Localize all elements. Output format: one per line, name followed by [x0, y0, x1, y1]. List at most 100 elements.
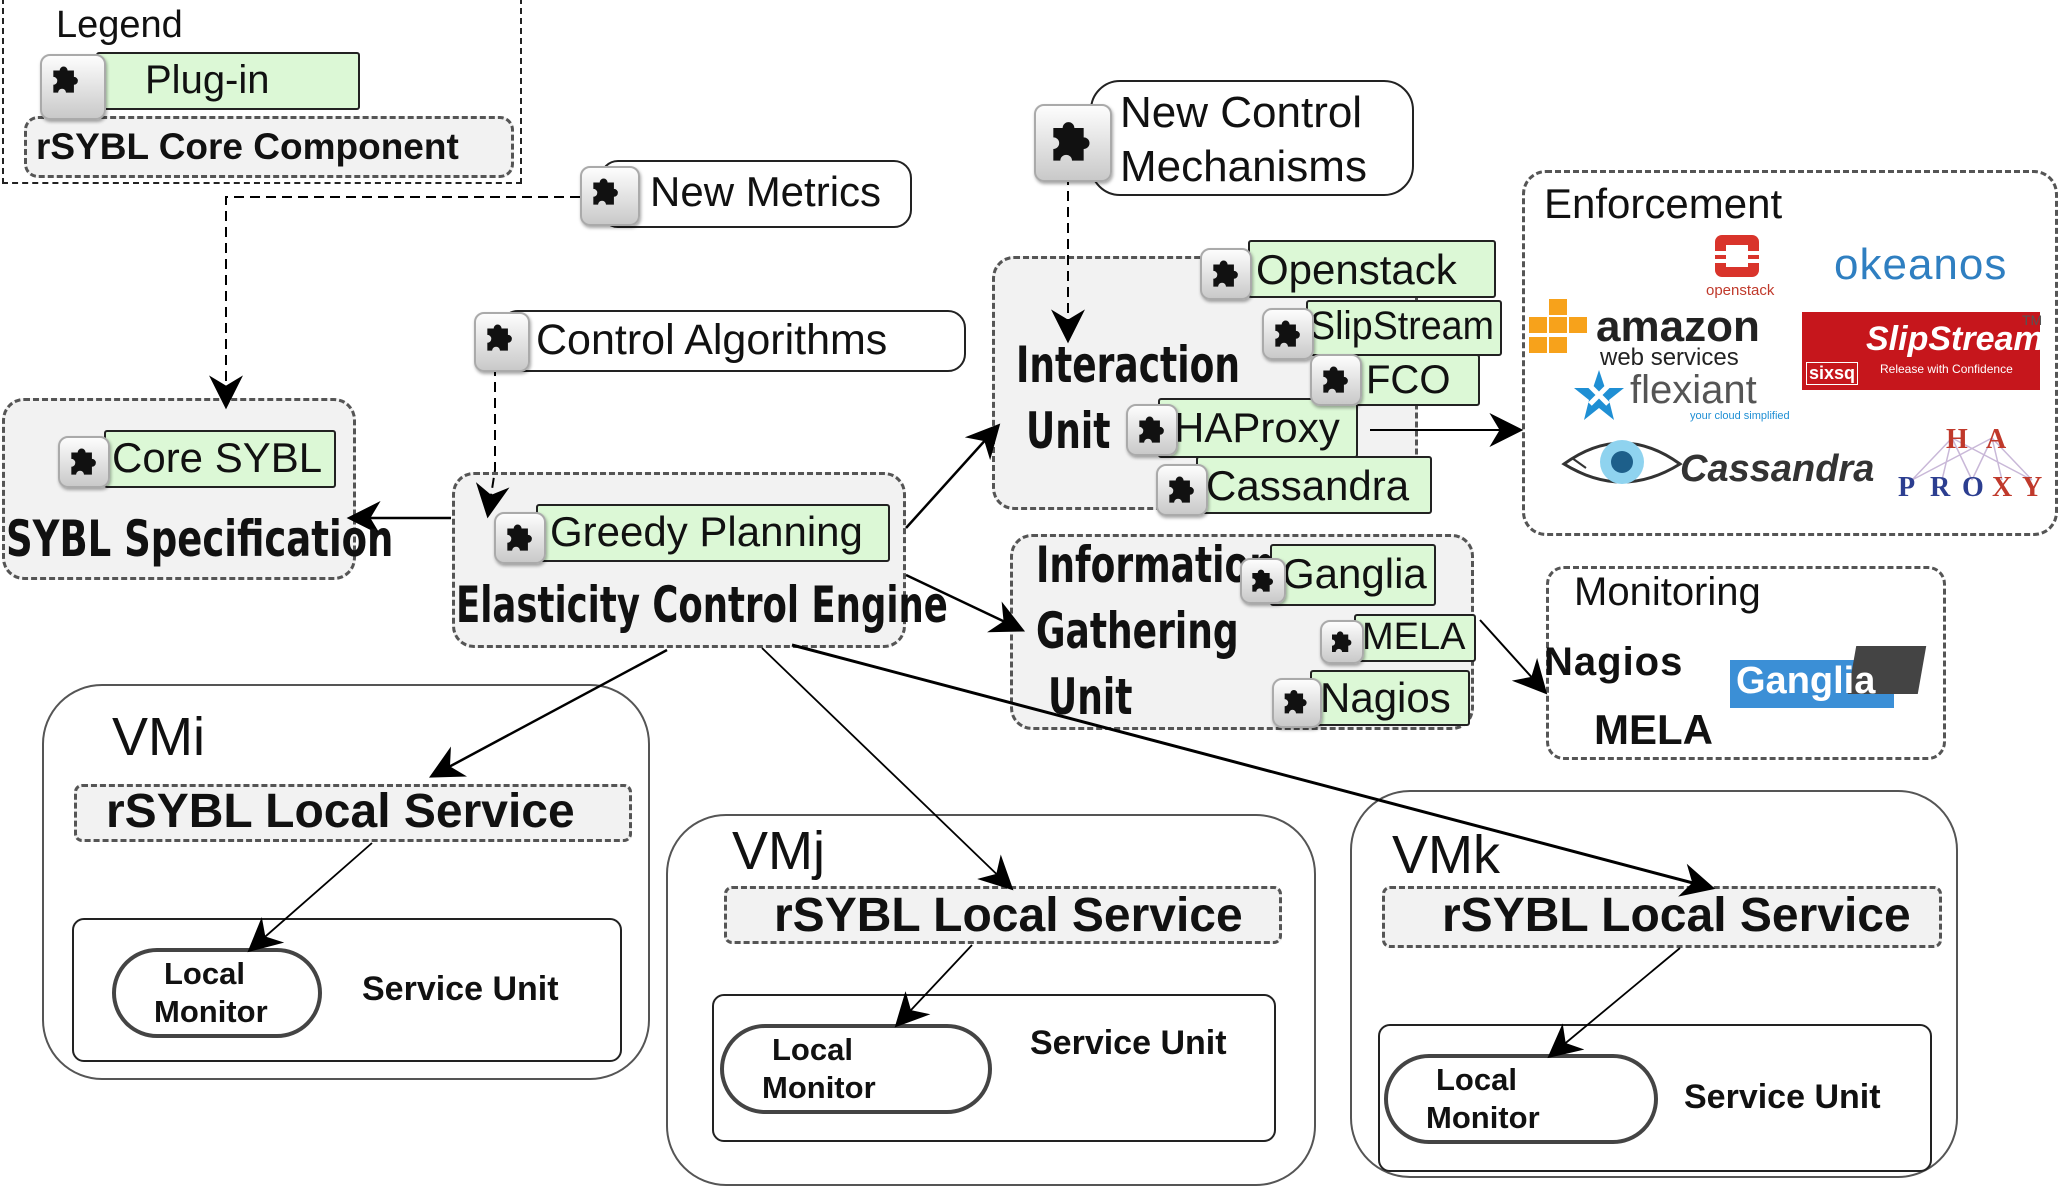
slipstream-logo [1802, 312, 2040, 390]
info-gathering-title-2: Gathering [1036, 602, 1239, 660]
greedy-planning-box [536, 504, 890, 562]
puzzle-icon [40, 54, 106, 120]
arrow-new-metrics-to-sybl [209, 196, 580, 410]
enforcement-title: Enforcement [1544, 180, 1783, 227]
plugin-fco-box [1348, 354, 1480, 406]
interaction-unit-title-2: Unit [1026, 402, 1111, 460]
vm-i-service-label: rSYBL Local Service [106, 785, 575, 838]
puzzle-icon [1240, 558, 1286, 604]
plugin-openstack-label: Openstack [1256, 246, 1457, 293]
vm-i-name: VMi [112, 707, 205, 767]
sybl-specification-box [2, 398, 356, 580]
haproxy-logo [1892, 420, 2052, 506]
puzzle-icon [1156, 464, 1208, 516]
vm-k-name: VMk [1392, 825, 1500, 885]
interaction-unit-title-1: Interaction [1016, 336, 1240, 394]
legend-plugin-label: Plug-in [145, 58, 270, 102]
plugin-nagios-label: Nagios [1320, 674, 1451, 721]
core-sybl-label: Core SYBL [112, 434, 323, 481]
haproxy-logo-r: R [1930, 472, 1951, 503]
vm-j-service-label: rSYBL Local Service [774, 889, 1243, 942]
info-gathering-title-1: Information [1036, 536, 1275, 594]
sixsq-logo-text: sixsq [1806, 362, 1859, 385]
slipstream-tm: TM [2022, 312, 2043, 328]
plugin-fco-label: FCO [1366, 358, 1451, 402]
info-gathering-title-3: Unit [1048, 668, 1133, 726]
haproxy-logo-p: P [1898, 472, 1916, 503]
greedy-planning-label: Greedy Planning [550, 508, 863, 555]
puzzle-icon [474, 312, 530, 372]
vm-i-monitor-line2: Monitor [154, 994, 268, 1029]
new-control-line1: New Control [1120, 88, 1363, 137]
vm-i-unit-label: Service Unit [362, 970, 559, 1008]
flexiant-star-icon [1572, 368, 1626, 422]
vm-j-monitor-line1: Local [772, 1032, 853, 1067]
puzzle-icon [58, 436, 110, 488]
elasticity-engine-title: Elasticity Control Engine [456, 576, 948, 634]
haproxy-logo-y: Y [2022, 472, 2043, 503]
plugin-slipstream-label: SlipStream [1310, 304, 1494, 348]
new-control-line2: Mechanisms [1120, 142, 1367, 191]
core-sybl-box [104, 430, 336, 488]
plugin-ganglia-label: Ganglia [1282, 550, 1427, 597]
vm-k-unit-label: Service Unit [1684, 1078, 1881, 1116]
plugin-cassandra-box [1196, 456, 1432, 514]
vm-j-unit-label: Service Unit [1030, 1024, 1227, 1062]
vm-k-monitor-line1: Local [1436, 1062, 1517, 1097]
haproxy-logo-a: A [1986, 424, 2007, 455]
puzzle-icon [1126, 404, 1178, 456]
cassandra-eye-icon [1560, 428, 1684, 494]
vm-j-local-monitor [720, 1024, 992, 1114]
vm-k-monitor-line2: Monitor [1426, 1100, 1540, 1135]
puzzle-icon [1200, 248, 1252, 300]
vm-k-service-label: rSYBL Local Service [1442, 889, 1911, 942]
plugin-haproxy-label: HAProxy [1174, 404, 1340, 451]
new-control-box [1090, 80, 1414, 196]
arrow-info-to-monitoring [1479, 619, 1548, 695]
haproxy-logo-h: H [1946, 424, 1968, 455]
haproxy-logo-o: O [1962, 472, 1984, 503]
arrow-engine-to-interaction [905, 423, 1001, 529]
monitoring-title: Monitoring [1574, 570, 1761, 614]
puzzle-icon [1272, 678, 1322, 728]
vm-k-service-box [1382, 886, 1942, 948]
ganglia-logo-text: Ganglia [1736, 660, 1876, 702]
aws-cubes-icon [1526, 296, 1596, 358]
legend-core-label: rSYBL Core Component [36, 126, 459, 167]
slipstream-logo-text: SlipStream [1866, 320, 2044, 358]
plugin-cassandra-label: Cassandra [1206, 462, 1410, 509]
puzzle-icon [580, 166, 640, 226]
plugin-openstack-box [1248, 240, 1496, 298]
vm-i-monitor-line1: Local [164, 956, 245, 991]
okeanos-logo-text: okeanos [1834, 240, 2008, 289]
vm-i-local-monitor [112, 948, 322, 1038]
legend-title: Legend [56, 4, 183, 46]
plugin-haproxy-box [1158, 398, 1358, 458]
puzzle-icon [1310, 354, 1362, 406]
control-algorithms-label: Control Algorithms [536, 316, 888, 364]
legend-plugin-box [96, 52, 360, 110]
puzzle-icon [1034, 104, 1112, 182]
vm-k-local-monitor [1384, 1054, 1658, 1144]
new-metrics-label: New Metrics [650, 168, 882, 215]
openstack-icon [1715, 235, 1759, 277]
puzzle-icon [494, 512, 546, 564]
plugin-ganglia-box [1270, 544, 1436, 606]
slipstream-tagline: Release with Confidence [1880, 362, 2013, 376]
openstack-logo-text: openstack [1706, 282, 1775, 299]
aws-logo-text: web services [1600, 344, 1739, 371]
legend-core-box [24, 116, 514, 178]
mela-logo-text: MELA [1594, 706, 1713, 753]
amazon-logo-text: amazon [1596, 302, 1760, 351]
nagios-logo-text: Nagios [1544, 640, 1684, 684]
openstack-logo [1712, 232, 1762, 280]
haproxy-logo-x: X [1992, 472, 2013, 503]
plugin-mela-label: MELA [1362, 616, 1466, 658]
vm-i-service-box [74, 784, 632, 842]
cassandra-logo-text: Cassandra [1680, 448, 1875, 490]
sybl-specification-title: SYBL Specification [6, 510, 394, 568]
puzzle-icon [1262, 308, 1314, 360]
flexiant-tagline: your cloud simplified [1690, 410, 1790, 422]
flexiant-logo-text: flexiant [1630, 368, 1757, 412]
